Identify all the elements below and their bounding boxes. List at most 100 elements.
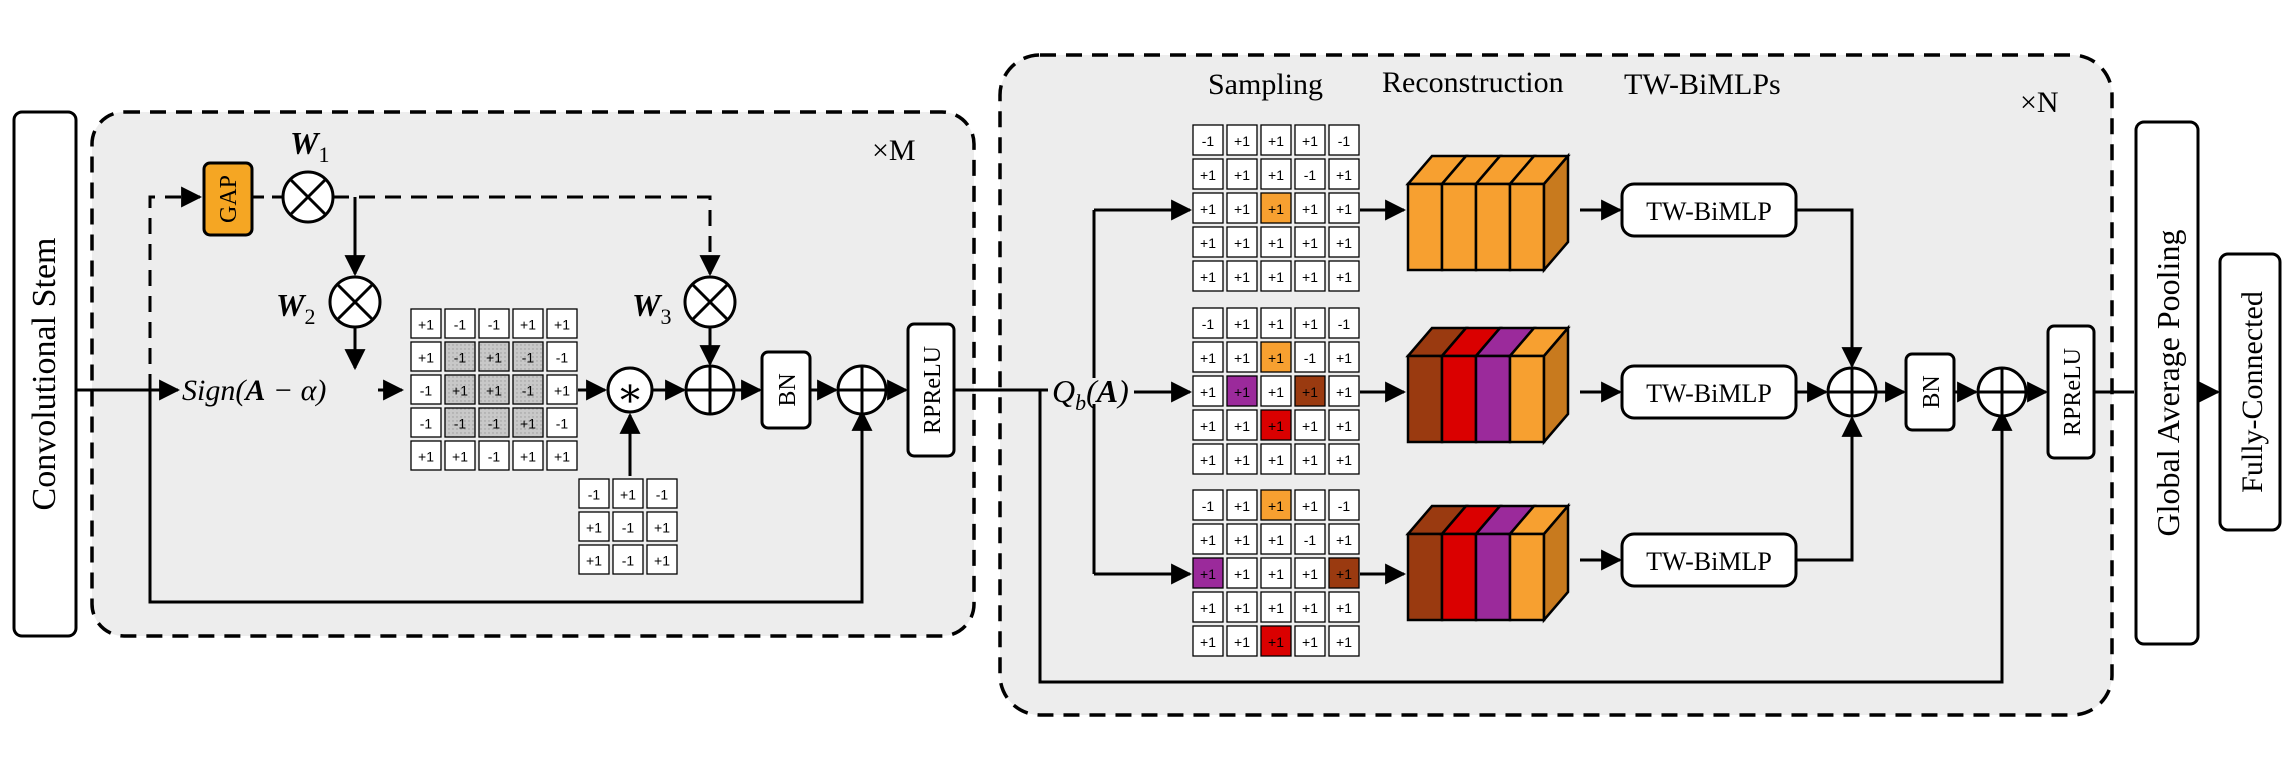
grid-cell: [646, 478, 678, 509]
grid-cell-value: +1: [1302, 269, 1318, 285]
grid-cell-value: +1: [1234, 566, 1250, 582]
grid-cell-value: +1: [1234, 269, 1250, 285]
grid-cell-value: +1: [1200, 418, 1216, 434]
grid-cell-value: -1: [556, 416, 569, 432]
grid-cell: [1260, 557, 1292, 589]
grid-cell: [1294, 226, 1326, 258]
grid-cell-value: -1: [522, 350, 535, 366]
grid-cell: [1328, 192, 1360, 224]
grid-cell: [1294, 523, 1326, 555]
twbimlp-label-2: TW-BiMLP: [1646, 379, 1772, 408]
grid-cell-value: +1: [1200, 235, 1216, 251]
grid-cell: [1226, 523, 1258, 555]
grid-cell: [1294, 625, 1326, 657]
grid-cell-value: +1: [1302, 316, 1318, 332]
grid-cell-value: -1: [622, 520, 635, 536]
header-sampling: Sampling: [1208, 68, 1323, 101]
grid-cell: [1294, 591, 1326, 623]
cuboid-side-face: [1542, 502, 1570, 624]
grid-cell-value: +1: [520, 416, 536, 432]
grid-cell-value: +1: [520, 449, 536, 465]
grid-cell: [1192, 307, 1224, 339]
grid-cell-value: -1: [1304, 532, 1317, 548]
grid-cell-value: +1: [1200, 634, 1216, 650]
sign-expression: Sign(A − α): [182, 374, 326, 407]
grid-cell: [1226, 557, 1258, 589]
grid-cell: [1260, 341, 1292, 373]
grid-cell-value: +1: [486, 350, 502, 366]
grid-cell-value: +1: [1302, 452, 1318, 468]
grid-cell: [1260, 443, 1292, 475]
grid-cell-value: +1: [1200, 600, 1216, 616]
grid-cell: [646, 511, 678, 542]
grid-cell-value: -1: [488, 449, 501, 465]
grid-cell: [1192, 409, 1224, 441]
grid-cell: [410, 407, 442, 438]
grid-cell: [478, 341, 510, 372]
grid-cell-value: +1: [418, 317, 434, 333]
grid-cell-value: +1: [586, 520, 602, 536]
grid-cell-value: +1: [1200, 350, 1216, 366]
grid-cell-value: +1: [452, 449, 468, 465]
grid-cell-value: +1: [1336, 384, 1352, 400]
grid-cell-value: +1: [1234, 133, 1250, 149]
grid-cell: [1226, 489, 1258, 521]
qb-expression: Qb(A): [1052, 373, 1129, 415]
grid-cell-value: +1: [1336, 600, 1352, 616]
grid-cell: [546, 341, 578, 372]
grid-cell-value: +1: [1268, 269, 1284, 285]
grid-cell-value: +1: [1268, 452, 1284, 468]
grid-cell-value: +1: [1302, 418, 1318, 434]
grid-cell-value: +1: [1336, 235, 1352, 251]
rprelu-label-2: RPReLU: [2060, 348, 2086, 436]
grid-cell-value: -1: [1304, 350, 1317, 366]
grid-cell-value: +1: [1302, 498, 1318, 514]
sampling-grid-1: -1+1+1+1-1+1+1+1-1+1+1+1+1+1+1+1+1+1+1+1…: [1192, 124, 1360, 292]
grid-cell: [546, 374, 578, 405]
cuboid-slice: [1440, 354, 1478, 444]
grid-cell-value: +1: [1234, 167, 1250, 183]
grid-cell: [1294, 409, 1326, 441]
grid-cell: [1260, 124, 1292, 156]
grid-cell-value: +1: [1200, 384, 1216, 400]
grid-cell: [1260, 409, 1292, 441]
cuboid-slice: [1440, 532, 1478, 622]
grid-cell: [444, 308, 476, 339]
grid-cell-value: +1: [1234, 350, 1250, 366]
grid-cell: [1294, 489, 1326, 521]
grid-cell-value: +1: [1234, 316, 1250, 332]
fully-connected-label: Fully-Connected: [2236, 291, 2269, 493]
grid-cell: [512, 407, 544, 438]
grid-cell-value: +1: [520, 317, 536, 333]
grid-cell-value: -1: [1338, 316, 1351, 332]
grid-cell-value: -1: [1304, 167, 1317, 183]
grid-cell-value: +1: [554, 383, 570, 399]
grid-cell: [1260, 192, 1292, 224]
grid-cell-value: -1: [522, 383, 535, 399]
grid-cell-value: -1: [622, 553, 635, 569]
grid-cell-value: -1: [420, 383, 433, 399]
grid-cell: [1192, 443, 1224, 475]
panel-m: [90, 110, 976, 638]
grid-cell-value: -1: [488, 416, 501, 432]
grid-cell-value: +1: [1234, 532, 1250, 548]
grid-cell-value: +1: [586, 553, 602, 569]
grid-cell: [1226, 341, 1258, 373]
grid-cell: [444, 440, 476, 471]
grid-cell: [1226, 124, 1258, 156]
grid-cell: [646, 544, 678, 575]
twbimlp-label-3: TW-BiMLP: [1646, 547, 1772, 576]
grid-cell-value: +1: [418, 350, 434, 366]
w1-multiply-icon: [281, 170, 335, 224]
grid-cell-value: -1: [1338, 133, 1351, 149]
grid-cell: [1294, 307, 1326, 339]
grid-cell-value: +1: [1336, 532, 1352, 548]
grid-cell: [1294, 557, 1326, 589]
grid-cell-value: +1: [1234, 600, 1250, 616]
grid-cell-value: +1: [1268, 133, 1284, 149]
grid-cell: [1328, 307, 1360, 339]
reconstruction-cuboid-1: [1405, 152, 1571, 274]
binary-kernel-grid: -1+1-1+1-1+1+1-1+1: [578, 478, 678, 575]
grid-cell: [1192, 226, 1224, 258]
grid-cell-value: +1: [1268, 600, 1284, 616]
